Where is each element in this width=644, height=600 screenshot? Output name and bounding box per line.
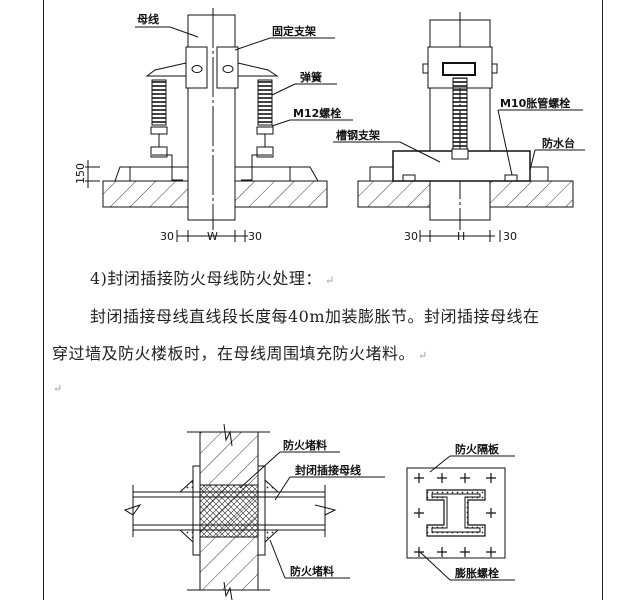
dim-height-150: 150 [74,163,87,184]
label-m12-bolt: M12螺栓 [293,106,341,120]
dim-left-30: 30 [404,230,418,243]
label-channel-bracket: 槽钢支架 [336,128,380,142]
page-left-margin-line [43,0,44,600]
label-closed-busway: 封闭插接母线 [295,463,361,477]
label-waterproof-curb: 防水台 [542,136,575,150]
dim-width-w: W [207,230,218,243]
paragraph-line-2: 穿过墙及防火楼板时，在母线周围填充防火堵料。↵ [52,340,428,364]
dim-right-30: 30 [248,230,262,243]
page-right-margin-line [602,0,603,600]
label-fire-barrier: 防火隔板 [455,442,500,456]
label-m10-anchor-bolt: M10胀管螺栓 [500,96,570,110]
label-expansion-bolt: 膨胀螺栓 [454,566,499,580]
label-fire-sealant-top: 防火堵料 [283,438,327,452]
expansion-bolt-crosses [414,473,496,557]
dim-left-30: 30 [160,230,174,243]
channel-steel-support-drawing [333,12,585,242]
label-busbar: 母线 [137,12,159,26]
wall-penetration-drawing [123,423,385,600]
label-fixed-bracket: 固定支架 [272,24,316,38]
paragraph-line-2-text: 穿过墙及防火楼板时，在母线周围填充防火堵料。 [52,344,416,363]
section-heading: 4)封闭插接防火母线防火处理：↵ [90,265,335,289]
paragraph-mark: ↵ [324,274,335,287]
fire-barrier-plate-drawing [406,455,515,581]
label-spring: 弹簧 [300,70,322,84]
paragraph-line-1: 封闭插接母线直线段长度每40m加装膨胀节。封闭插接母线在 [90,307,540,326]
empty-paragraph-mark: ↵ [53,382,63,395]
paragraph-mark: ↵ [418,349,428,362]
busbar-floor-support-drawing [85,8,353,242]
label-fire-sealant-bottom: 防火堵料 [290,564,334,578]
dim-height-h: H [457,230,465,243]
section-heading-text: 4)封闭插接防火母线防火处理： [90,269,322,288]
dim-right-30: 30 [503,230,517,243]
